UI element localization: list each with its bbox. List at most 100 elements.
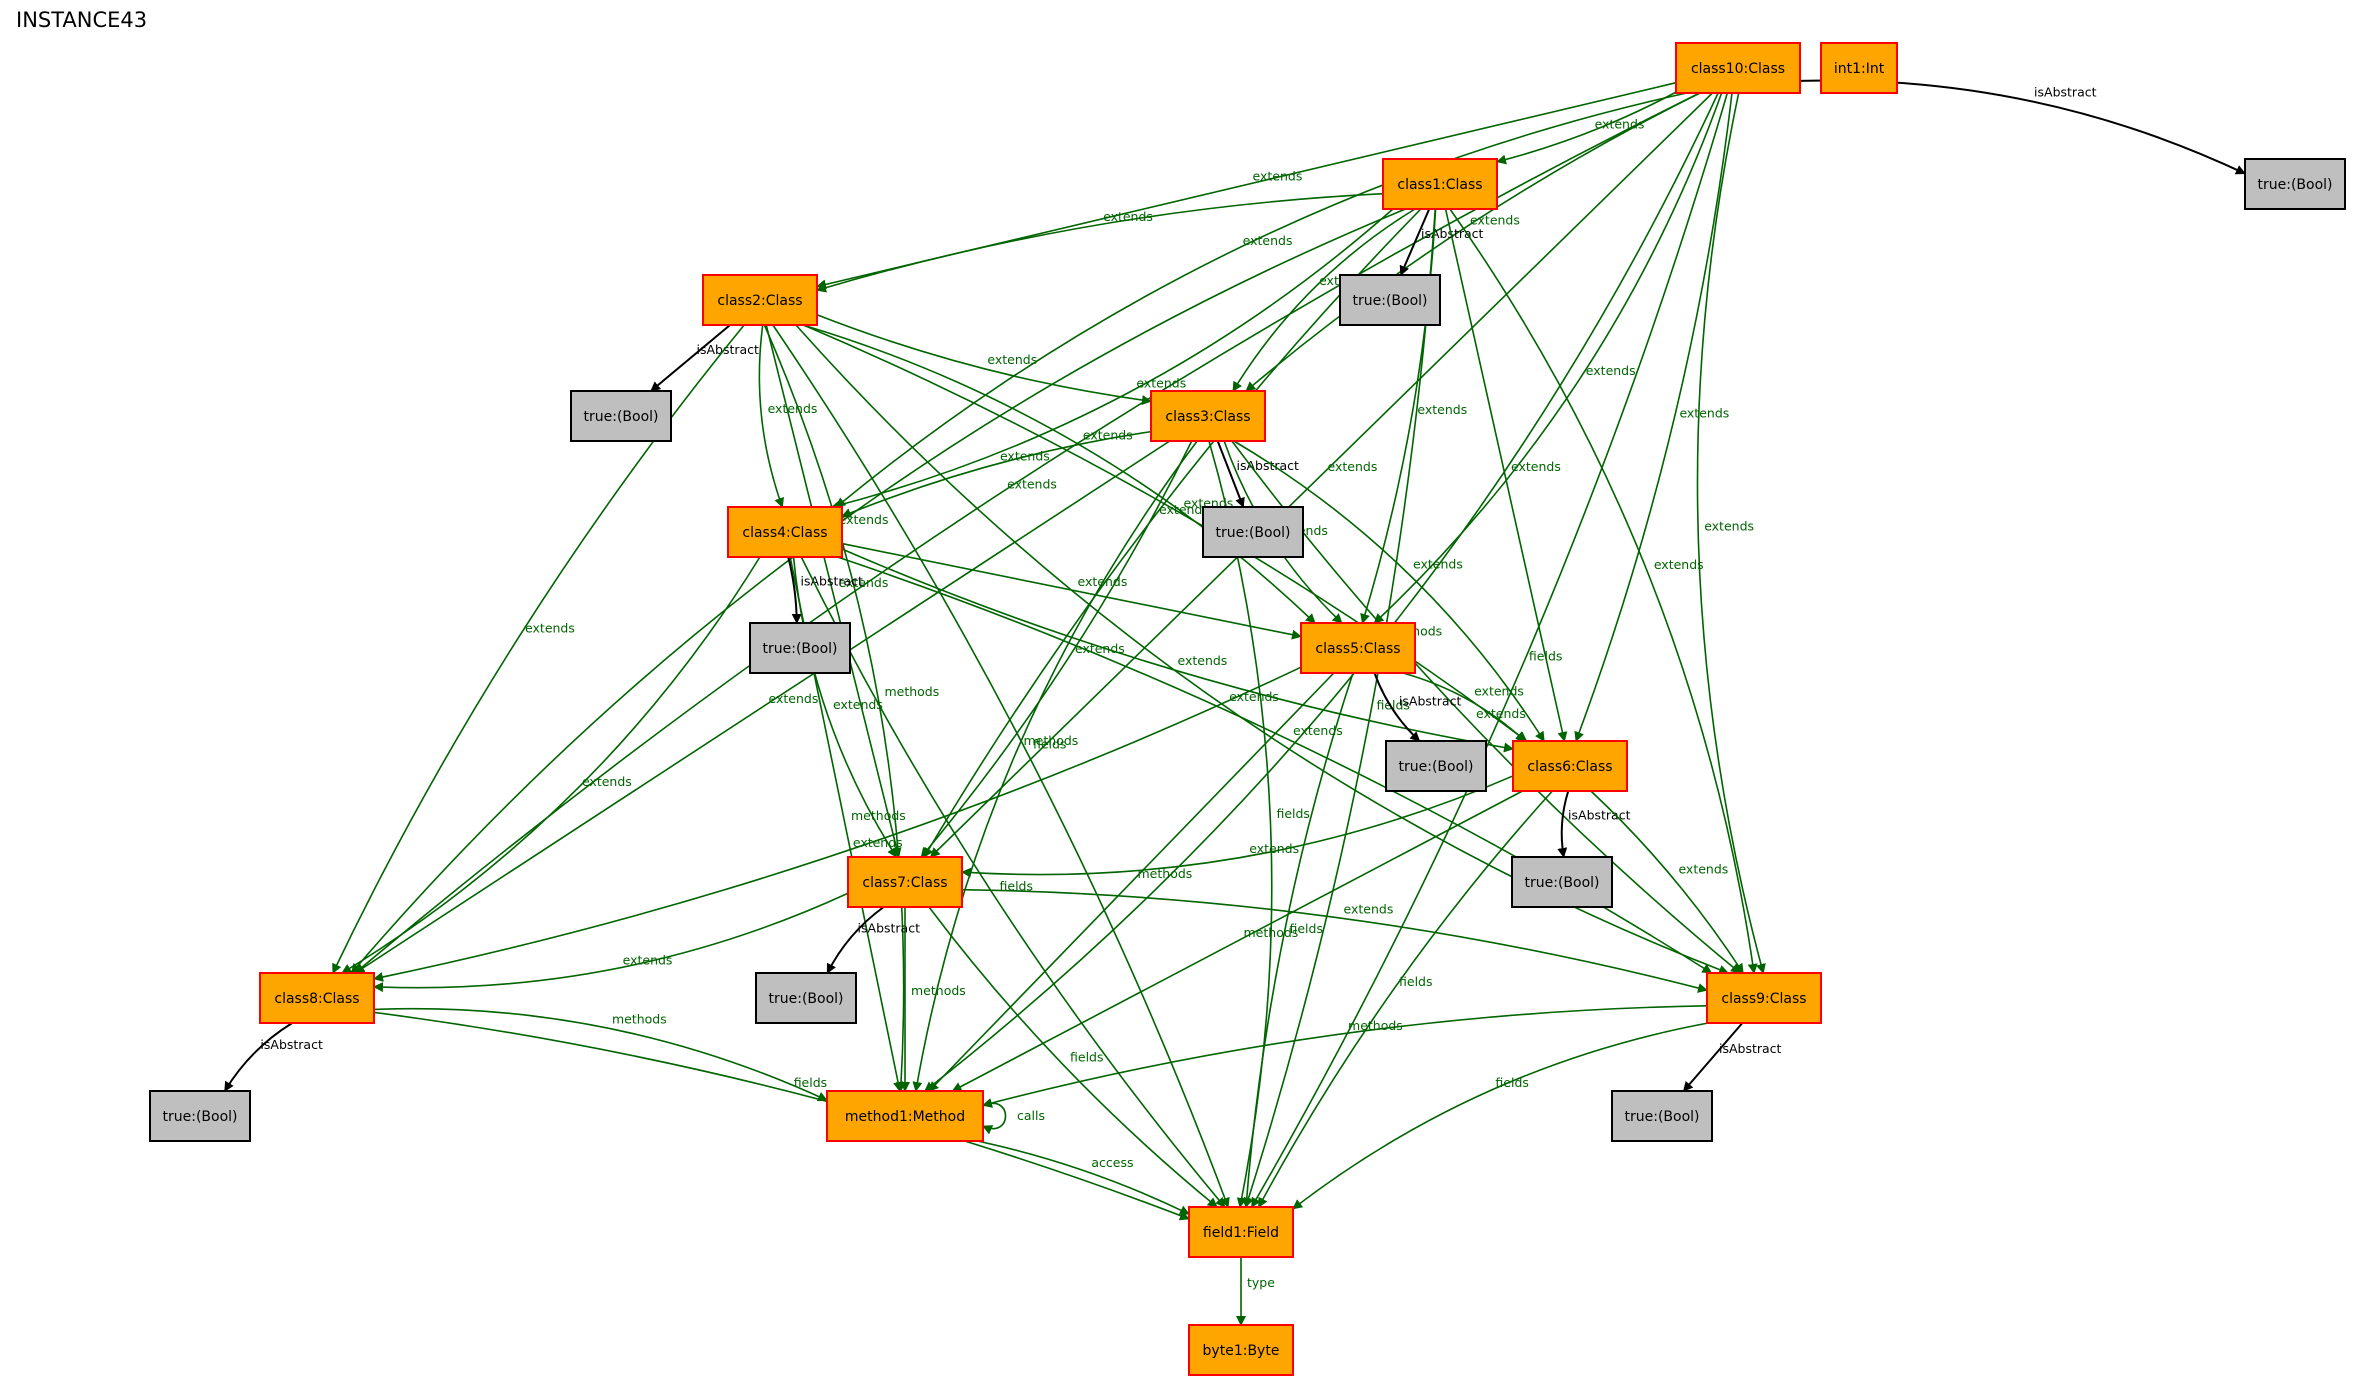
edge-label: extends <box>1586 363 1636 378</box>
bool-box <box>149 1090 251 1142</box>
node-b3: true:(Bool) <box>1202 506 1304 558</box>
edge-class1-b1: isAbstract <box>1399 208 1484 276</box>
object-box <box>847 856 963 908</box>
edge-label: methods <box>851 808 906 823</box>
edge-line <box>831 208 1394 510</box>
edge-class9-field1: fields <box>1292 1022 1709 1210</box>
edge-line <box>928 906 1218 1208</box>
node-label: int1:Int <box>1834 61 1885 77</box>
edge-class8-method1: methods <box>373 1007 828 1102</box>
node-class9: class9:Class <box>1706 972 1822 1024</box>
edge-line <box>1399 208 1431 276</box>
edge-label: extends <box>1678 861 1728 876</box>
node-class2: class2:Class <box>702 274 818 326</box>
node-method1: method1:Method <box>826 1090 984 1142</box>
edge-label: extends <box>1083 427 1133 442</box>
edge-label: fields <box>794 1075 827 1090</box>
edge-line <box>787 556 802 624</box>
object-box <box>1382 158 1498 210</box>
node-b6: true:(Bool) <box>1511 856 1613 908</box>
node-int1: int1:Int <box>1820 42 1898 94</box>
bool-box <box>1339 274 1441 326</box>
node-label: class3:Class <box>1165 409 1250 425</box>
node-label: class7:Class <box>862 875 947 891</box>
edge-class10-class4: extends <box>835 92 1687 508</box>
node-label: true:(Bool) <box>769 991 844 1007</box>
edge-class6-class7: extends <box>961 775 1514 878</box>
edge-class5-class8: extends <box>373 666 1302 982</box>
edge-line <box>1250 92 1729 1208</box>
node-label: class5:Class <box>1315 641 1400 657</box>
edge-line <box>982 1005 1708 1108</box>
edge-line <box>1799 79 2246 175</box>
edge-class2-field1: fields <box>772 324 1230 1208</box>
edge-label: extends <box>1470 212 1520 227</box>
node-label: true:(Bool) <box>763 641 838 657</box>
node-label: true:(Bool) <box>2258 177 2333 193</box>
bool-box <box>2244 158 2346 210</box>
edge-label: extends <box>1159 502 1209 517</box>
edge-class2-method1: methods <box>763 324 939 1092</box>
edge-label: methods <box>1024 733 1079 748</box>
node-class4: class4:Class <box>727 506 843 558</box>
edge-line <box>373 666 1302 982</box>
edge-label: extends <box>768 401 818 416</box>
object-box <box>1150 390 1266 442</box>
edge-label: extends <box>582 774 632 789</box>
node-label: byte1:Byte <box>1203 1343 1280 1359</box>
edge-class4-class6: extends <box>841 548 1514 753</box>
node-label: class9:Class <box>1721 991 1806 1007</box>
edge-label: isAbstract <box>1237 458 1300 473</box>
edge-label: extends <box>1476 706 1526 721</box>
edge-line <box>835 92 1687 508</box>
edge-class10-class7: extends <box>929 92 1713 858</box>
edge-label: extends <box>1511 459 1561 474</box>
edge-class3-class6: extends <box>1233 440 1545 742</box>
edge-class1-field1: fields <box>1243 208 1437 1208</box>
node-label: true:(Bool) <box>163 1109 238 1125</box>
node-class5: class5:Class <box>1300 622 1416 674</box>
edge-line <box>841 430 1152 518</box>
edge-line <box>650 324 731 392</box>
edge-label: extends <box>1413 556 1463 571</box>
node-byte1: byte1:Byte <box>1188 1324 1294 1376</box>
edge-label: extends <box>1243 233 1293 248</box>
edge-line <box>1373 672 1421 742</box>
edge-line <box>765 324 902 858</box>
edge-line <box>763 324 907 1092</box>
edge-class6-field1: fields <box>1257 790 1553 1208</box>
edge-class7-class8: extends <box>373 892 849 993</box>
node-label: true:(Bool) <box>1216 525 1291 541</box>
edge-line <box>961 775 1514 878</box>
edge-label: calls <box>1017 1108 1045 1123</box>
edge-line <box>332 324 745 974</box>
edge-line <box>982 1102 1007 1135</box>
edge-line <box>912 440 1198 1092</box>
node-b7: true:(Bool) <box>755 972 857 1024</box>
edge-line <box>841 542 1302 640</box>
edge-label: fields <box>1495 1075 1528 1090</box>
edge-class5-method1: methods <box>928 672 1335 1092</box>
node-label: true:(Bool) <box>1625 1109 1700 1125</box>
edge-class2-class8: extends <box>332 324 745 974</box>
edge-line <box>758 324 784 508</box>
edge-class6-method1: methods <box>951 790 1523 1092</box>
node-b10: true:(Bool) <box>2244 158 2346 210</box>
edge-line <box>826 906 885 974</box>
edge-class10-class6: extends <box>1574 92 1733 742</box>
edge-label: extends <box>853 835 903 850</box>
edge-class2-class5: extends <box>802 324 1316 624</box>
diagram-title: INSTANCE43 <box>16 8 148 32</box>
node-class1: class1:Class <box>1382 158 1498 210</box>
edge-label: fields <box>1399 974 1432 989</box>
edge-label: extends <box>1078 574 1128 589</box>
bool-box <box>749 622 851 674</box>
edge-label: isAbstract <box>1568 808 1631 823</box>
edge-label: extends <box>1136 376 1186 391</box>
edge-label: extends <box>1679 406 1729 421</box>
edge-line <box>341 556 761 974</box>
object-box <box>1675 42 1801 94</box>
object-box <box>727 506 843 558</box>
